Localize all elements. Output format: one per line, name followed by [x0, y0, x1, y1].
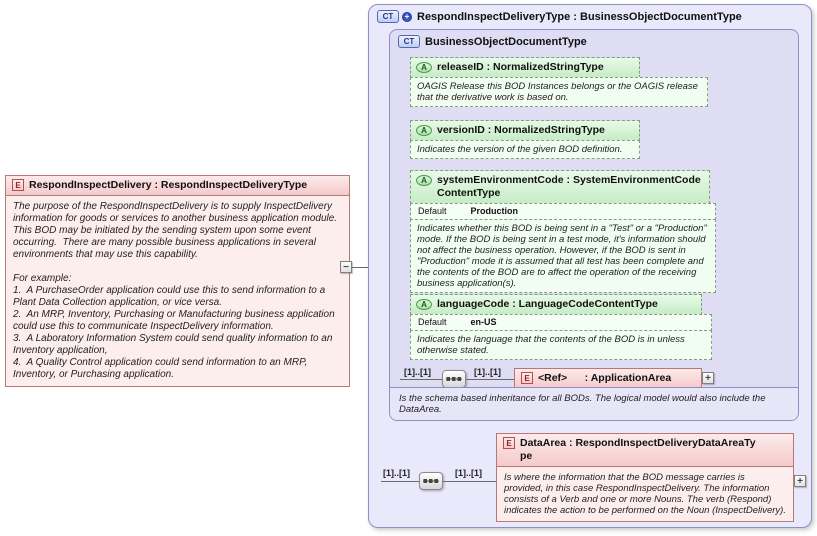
- default-label: Default: [418, 317, 447, 327]
- attribute-icon: A: [416, 62, 432, 73]
- attribute-header[interactable]: A releaseID : NormalizedStringType: [410, 57, 640, 78]
- attribute-documentation: Indicates the language that the contents…: [410, 330, 712, 360]
- element-box-data-area: E DataArea : RespondInspectDeliveryDataA…: [496, 433, 794, 522]
- element-box-application-area-ref[interactable]: E <Ref> : ApplicationArea: [514, 368, 702, 389]
- element-documentation: The purpose of the RespondInspectDeliver…: [5, 195, 350, 387]
- attribute-documentation: Indicates the version of the given BOD d…: [410, 140, 640, 159]
- expand-button[interactable]: +: [702, 372, 714, 384]
- cardinality-label: [1]..[1]: [404, 367, 431, 377]
- complex-type-container-respond-inspect-delivery-type: CT + RespondInspectDeliveryType : Busine…: [368, 4, 812, 528]
- element-title: DataArea : RespondInspectDeliveryDataAre…: [520, 437, 756, 462]
- sequence-glyph: [423, 479, 439, 483]
- base-type-header[interactable]: CT BusinessObjectDocumentType: [390, 30, 798, 53]
- expand-button[interactable]: +: [794, 475, 806, 487]
- attribute-default-row: Default en-US: [410, 314, 712, 331]
- default-label: Default: [418, 206, 447, 216]
- complex-type-title: RespondInspectDeliveryType : BusinessObj…: [417, 10, 742, 23]
- element-title: <Ref> : ApplicationArea: [538, 372, 672, 384]
- base-type-title: BusinessObjectDocumentType: [425, 35, 587, 48]
- complex-type-container-business-object-document-type: CT BusinessObjectDocumentType A releaseI…: [389, 29, 799, 421]
- connector-line: [352, 267, 368, 268]
- attribute-box-release-id: A releaseID : NormalizedStringType OAGIS…: [410, 57, 708, 107]
- attribute-box-language-code: A languageCode : LanguageCodeContentType…: [410, 294, 712, 360]
- connector-line: [400, 379, 442, 380]
- element-documentation: Is where the information that the BOD me…: [496, 466, 794, 522]
- attribute-header[interactable]: A systemEnvironmentCode : SystemEnvironm…: [410, 170, 710, 204]
- complex-type-header[interactable]: CT + RespondInspectDeliveryType : Busine…: [369, 5, 811, 28]
- sequence-icon[interactable]: [419, 472, 443, 490]
- element-box-respond-inspect-delivery: E RespondInspectDelivery : RespondInspec…: [5, 175, 350, 387]
- attribute-icon: A: [416, 175, 432, 186]
- attribute-name: versionID : NormalizedStringType: [437, 124, 605, 136]
- element-icon: E: [12, 179, 24, 191]
- connector-line: [466, 379, 514, 380]
- default-value: Production: [470, 206, 519, 216]
- element-header[interactable]: E DataArea : RespondInspectDeliveryDataA…: [496, 433, 794, 467]
- attribute-documentation: Indicates whether this BOD is being sent…: [410, 219, 716, 293]
- sequence-glyph: [446, 377, 462, 381]
- connector-line: [443, 481, 496, 482]
- element-icon: E: [521, 372, 533, 384]
- attribute-documentation: OAGIS Release this BOD Instances belongs…: [410, 77, 708, 107]
- cardinality-label: [1]..[1]: [474, 367, 501, 377]
- complex-type-icon: CT: [398, 35, 420, 48]
- attribute-box-version-id: A versionID : NormalizedStringType Indic…: [410, 120, 640, 159]
- element-title: RespondInspectDelivery : RespondInspectD…: [29, 179, 308, 191]
- attribute-name: releaseID : NormalizedStringType: [437, 61, 604, 73]
- cardinality-label: [1]..[1]: [383, 468, 410, 478]
- default-value: en-US: [470, 317, 497, 327]
- attribute-icon: A: [416, 125, 432, 136]
- connector-line: [381, 481, 419, 482]
- element-header[interactable]: E RespondInspectDelivery : RespondInspec…: [5, 175, 350, 196]
- collapse-button[interactable]: −: [340, 261, 352, 273]
- derived-type-icon: +: [402, 11, 412, 22]
- cardinality-label: [1]..[1]: [455, 468, 482, 478]
- attribute-icon: A: [416, 299, 432, 310]
- base-type-documentation: Is the schema based inheritance for all …: [390, 387, 798, 420]
- attribute-name: systemEnvironmentCode : SystemEnvironmen…: [437, 174, 701, 199]
- attribute-name: languageCode : LanguageCodeContentType: [437, 298, 658, 310]
- complex-type-icon: CT: [377, 10, 399, 23]
- attribute-header[interactable]: A languageCode : LanguageCodeContentType: [410, 294, 702, 315]
- attribute-default-row: Default Production: [410, 203, 716, 220]
- sequence-icon[interactable]: [442, 370, 466, 388]
- attribute-box-system-environment-code: A systemEnvironmentCode : SystemEnvironm…: [410, 170, 716, 293]
- attribute-header[interactable]: A versionID : NormalizedStringType: [410, 120, 640, 141]
- element-icon: E: [503, 437, 515, 449]
